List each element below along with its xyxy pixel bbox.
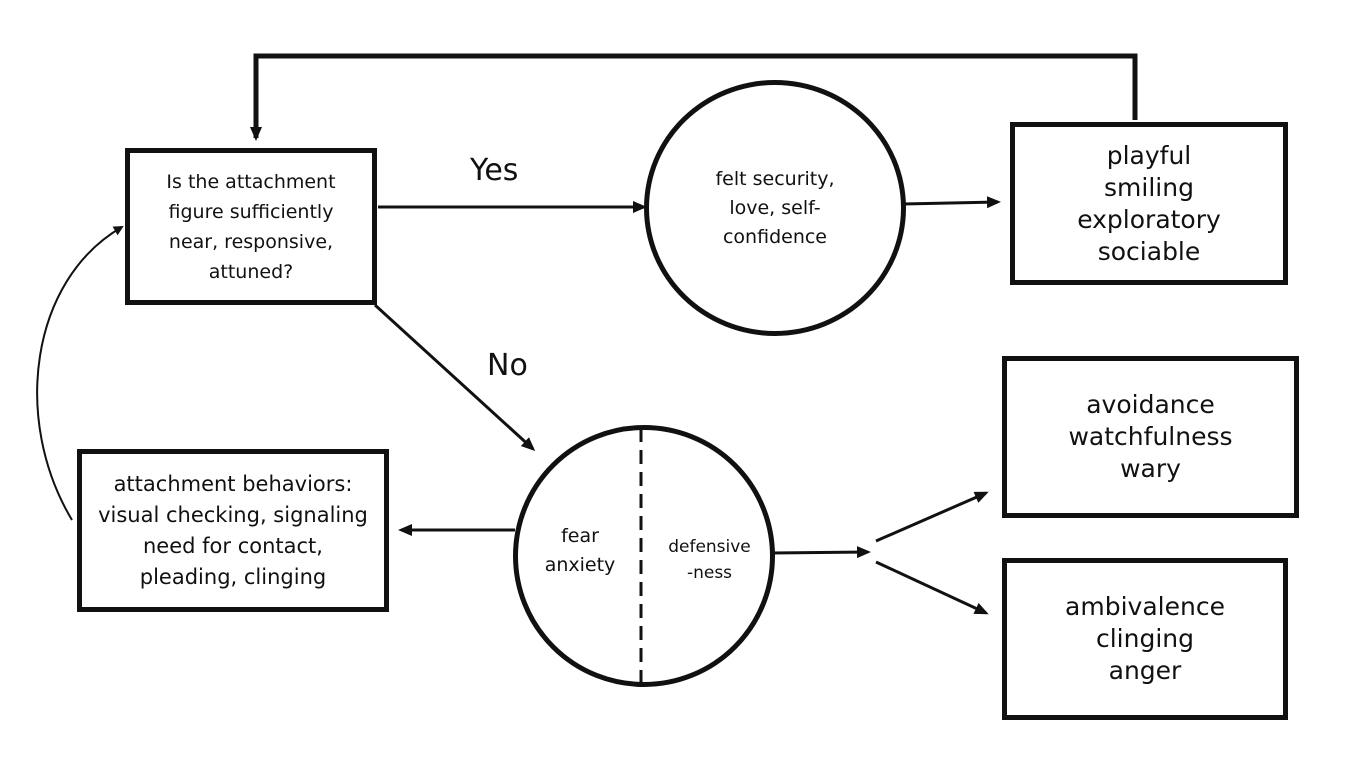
security-line: felt security, [715, 167, 835, 190]
behavior-line: pleading, clinging [139, 564, 327, 589]
split-to-avoidant-arrow [875, 491, 989, 543]
avoidant-outcome-box: avoidance watchfulness wary [1002, 356, 1299, 518]
behaviors-to-question-arrow [36, 225, 124, 521]
fear-line: fear [561, 525, 599, 547]
yes-label: Yes [470, 153, 519, 188]
ambivalent-line: anger [1108, 656, 1182, 685]
ambivalent-outcome-text: ambivalence clinging anger [1065, 591, 1225, 687]
question-line: figure sufficiently [168, 200, 334, 223]
behavior-line: attachment behaviors: [113, 471, 353, 496]
avoidant-line: wary [1120, 454, 1181, 483]
feedback-loop-arrow [250, 53, 1138, 141]
felt-security-circle: felt security, love, self- confidence [644, 80, 906, 336]
security-line: confidence [722, 225, 827, 248]
felt-security-text: felt security, love, self- confidence [715, 165, 834, 252]
question-line: Is the attachment [166, 170, 336, 193]
security-line: love, self- [729, 196, 821, 219]
fear-defensiveness-circle [513, 425, 775, 687]
fear-anxiety-text: fear anxiety [530, 522, 630, 580]
secure-outcome-box: playful smiling exploratory sociable [1010, 122, 1288, 285]
defense-to-split-arrow [771, 546, 871, 559]
outcome-line: exploratory [1077, 204, 1221, 234]
ambivalent-line: ambivalence [1065, 592, 1225, 621]
question-line: near, responsive, [168, 230, 334, 253]
defensiveness-text: defensive -ness [652, 534, 767, 586]
fear-line: anxiety [544, 554, 616, 576]
split-to-ambivalent-arrow [875, 560, 989, 615]
attachment-behaviors-box: attachment behaviors: visual checking, s… [77, 449, 389, 612]
avoidant-line: watchfulness [1068, 422, 1233, 451]
no-arrow [373, 303, 536, 452]
attachment-question-box: Is the attachment figure sufficiently ne… [125, 148, 377, 305]
behavior-line: visual checking, signaling [98, 502, 368, 527]
attachment-behaviors-text: attachment behaviors: visual checking, s… [98, 469, 368, 593]
avoidant-outcome-text: avoidance watchfulness wary [1068, 389, 1232, 485]
question-line: attuned? [208, 260, 294, 283]
outcome-line: playful [1106, 140, 1192, 170]
ambivalent-line: clinging [1095, 624, 1194, 653]
behavior-line: need for contact, [143, 533, 323, 558]
avoidant-line: avoidance [1086, 390, 1215, 419]
outcome-line: smiling [1104, 172, 1194, 202]
defense-line: -ness [686, 563, 733, 583]
secure-outcome-text: playful smiling exploratory sociable [1077, 140, 1221, 268]
attachment-question-text: Is the attachment figure sufficiently ne… [166, 167, 335, 287]
outcome-line: sociable [1097, 236, 1201, 266]
security-to-outcome-arrow [902, 196, 1001, 209]
ambivalent-outcome-box: ambivalence clinging anger [1002, 558, 1288, 720]
no-label: No [487, 348, 528, 383]
defense-line: defensive [668, 537, 751, 557]
